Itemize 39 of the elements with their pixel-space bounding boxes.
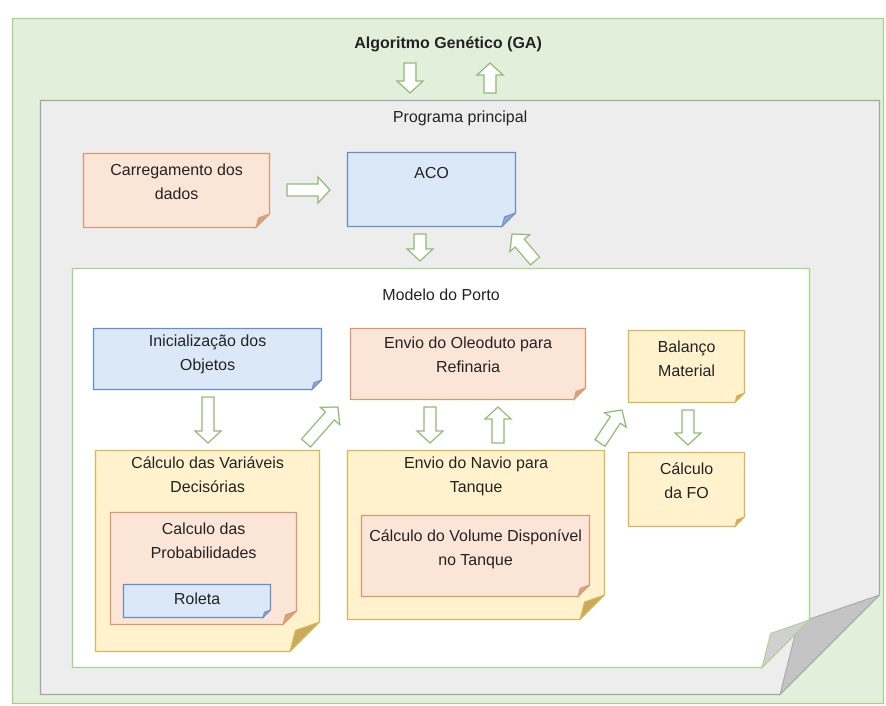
program-panel (40, 100, 880, 695)
block-arrow (673, 409, 703, 446)
block-arrow (415, 406, 445, 444)
block-arrow (483, 406, 513, 444)
box-label: Cálculo do Volume Disponível no Tanque (368, 527, 583, 571)
box-title: Programa principal (392, 108, 528, 128)
block-arrow (286, 175, 331, 205)
block-arrow (300, 406, 341, 448)
box-label: Envio do Oleoduto para Refinaria (383, 334, 553, 378)
block-arrow (475, 62, 505, 94)
note-box (95, 450, 320, 652)
note-box (93, 328, 322, 390)
box-label: Roleta (172, 590, 222, 610)
note-box (628, 330, 745, 403)
outer-panel (12, 18, 884, 704)
box-title: Envio do Navio para Tanque (402, 454, 550, 498)
block-arrow (405, 233, 435, 262)
box-title: Cálculo das Variáveis Decisórias (130, 454, 285, 498)
note-box (347, 450, 605, 620)
note-box (361, 515, 590, 597)
box-label: Balanço Material (656, 338, 716, 382)
box-title: Modelo do Porto (381, 286, 501, 306)
note-box (628, 452, 745, 527)
block-arrow (594, 409, 628, 448)
note-box (347, 152, 516, 227)
note-box (350, 328, 586, 400)
box-label: Cálculo da FO (658, 460, 714, 504)
block-arrow (395, 62, 425, 94)
block-arrow (193, 396, 223, 444)
note-box (110, 512, 297, 625)
note-box (123, 584, 271, 618)
box-label: Inicialização dos Objetos (148, 332, 268, 376)
diagram-heading: Algoritmo Genético (GA) (353, 34, 543, 54)
note-box (83, 153, 270, 228)
model-panel (72, 268, 810, 668)
box-title: Calculo das Probabilidades (150, 520, 258, 564)
box-label: ACO (413, 164, 450, 184)
block-arrow (509, 233, 540, 266)
box-label: Carregamento dos dados (109, 161, 244, 205)
